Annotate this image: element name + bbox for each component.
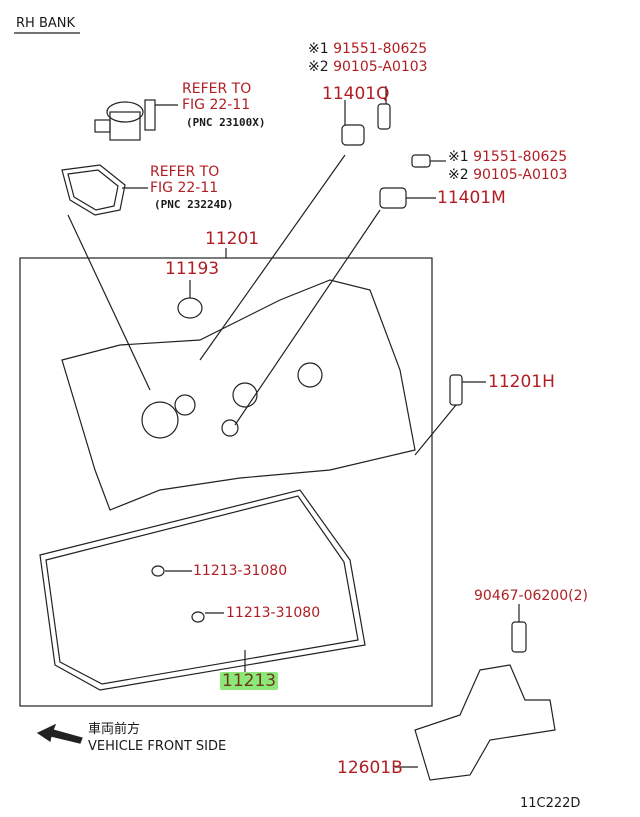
gasket-ring-icon [61, 164, 151, 391]
sensor-11401M-icon [234, 154, 446, 426]
part-11193-link[interactable]: 11193 [165, 259, 220, 279]
part-12601B-link[interactable]: 12601B [337, 758, 403, 778]
part-11213-31080-link[interactable]: 11213-31080 [226, 605, 321, 621]
part-number-link[interactable]: 90105-A0103 [333, 59, 428, 75]
pump-part-icon [94, 99, 178, 141]
cover-gasket-icon [39, 489, 366, 691]
part-11201H-link[interactable]: 11201H [488, 372, 555, 392]
sensor-11401Q-icon [199, 86, 391, 361]
ref-pnc: (PNC 23224D) [154, 198, 234, 211]
part-11213-link[interactable]: 11213 [220, 671, 279, 691]
ref-line1: REFER TO [182, 81, 252, 97]
direction-en: VEHICLE FRONT SIDE [88, 739, 227, 754]
part-11201-link[interactable]: 11201 [205, 229, 260, 249]
oil-seal-icon [177, 297, 203, 319]
cylinder-head-cover-icon [61, 279, 416, 511]
note-mark: ※2 [448, 167, 469, 183]
ref-line1: REFER TO [150, 164, 220, 180]
part-number-link[interactable]: 90105-A0103 [473, 167, 568, 183]
part-11401M-link[interactable]: 11401M [437, 188, 506, 208]
part-90467-link[interactable]: 90467-06200(2) [474, 588, 588, 604]
note-mark: ※1 [308, 41, 329, 57]
bank-label: RH BANK [16, 16, 76, 31]
part-11213-31080-link[interactable]: 11213-31080 [193, 563, 288, 579]
part-11401Q-link[interactable]: 11401Q [322, 84, 390, 104]
ref-pnc: (PNC 23100X) [186, 116, 266, 129]
front-arrow-icon [36, 723, 83, 744]
part-number-link[interactable]: 91551-80625 [473, 149, 568, 165]
part-number-link[interactable]: 91551-80625 [333, 41, 428, 57]
note-mark: ※2 [308, 59, 329, 75]
ref-line2: FIG 22-11 [182, 97, 251, 113]
figure-id: 11C222D [520, 796, 581, 811]
ref-line2: FIG 22-11 [150, 180, 219, 196]
direction-jp: 車両前方 [88, 722, 141, 737]
assembly-frame [19, 257, 433, 707]
bracket-icon [414, 664, 556, 781]
note-mark: ※1 [448, 149, 469, 165]
